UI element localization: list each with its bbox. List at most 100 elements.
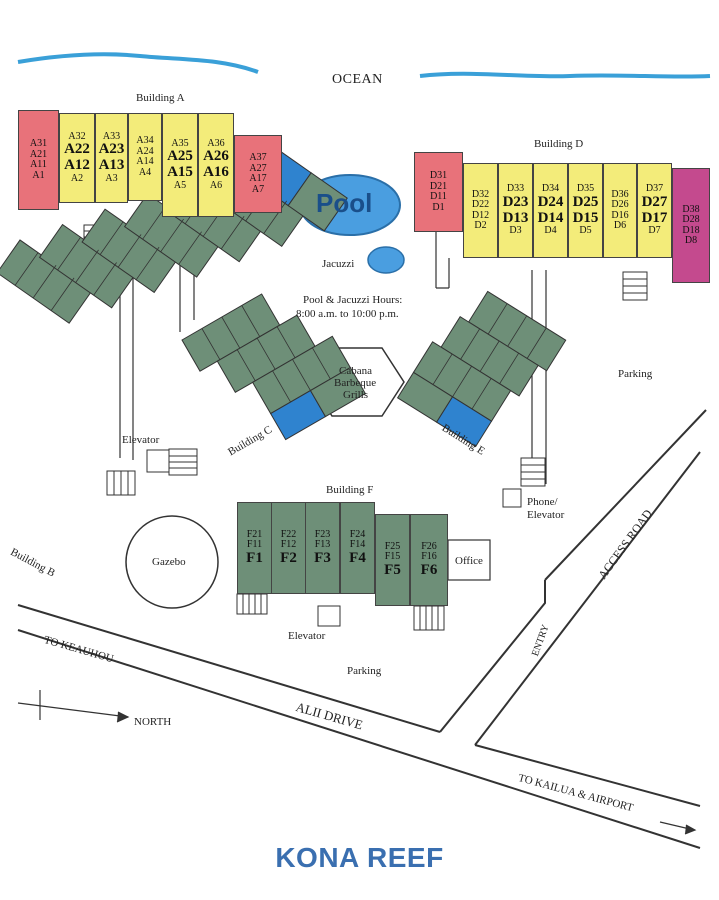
north-arrow — [17, 690, 697, 835]
building_d-unit-label: D4 — [544, 225, 557, 237]
building_a-unit-label: A23 — [98, 141, 125, 158]
building_d-unit-label: D15 — [572, 209, 599, 226]
building_a-unit-label: A21 — [29, 148, 48, 160]
building_a-unit-label: A33 — [102, 130, 121, 142]
building_f-unit-label: F24 — [349, 528, 366, 540]
building_d-unit-label: D17 — [641, 209, 668, 226]
building_d-unit-label: D6 — [613, 220, 627, 231]
building_d-unit-label: D3 — [509, 225, 522, 237]
phone-line1: Phone/ — [527, 496, 558, 508]
ocean-wave-left — [17, 52, 259, 74]
building-c — [181, 293, 366, 441]
building_a-unit-label: A15 — [167, 164, 193, 180]
building_a-unit-label: A17 — [249, 173, 267, 184]
building-a-label: Building A — [136, 92, 185, 104]
building_d-unit-label: D21 — [429, 180, 448, 192]
building_f-unit-label: F21 — [246, 528, 263, 540]
building_a-unit-label: A36 — [207, 137, 225, 149]
building_d-unit-label: D31 — [429, 170, 448, 181]
building_f-unit-label: F13 — [314, 539, 331, 551]
hours-line2: 8:00 a.m. to 10:00 p.m. — [296, 308, 399, 320]
cabana-line2: Barbeque — [334, 377, 377, 389]
building_a-unit-label: A26 — [203, 148, 229, 165]
building_f-unit-label: F12 — [280, 539, 297, 551]
roads — [17, 409, 707, 849]
building_a-unit-label: A13 — [98, 157, 125, 173]
ocean-wave-right — [419, 71, 711, 79]
elevator-left-box — [146, 449, 170, 473]
page-title: KONA REEF — [275, 842, 444, 873]
building_d-unit-label: D18 — [682, 224, 700, 236]
building_a-unit-label: A16 — [203, 164, 229, 180]
hours-line1: Pool & Jacuzzi Hours: — [303, 294, 403, 306]
building_d-unit-label: D36 — [611, 188, 629, 200]
cabana-line1: Cabana — [339, 365, 372, 377]
building_d-unit-label: D38 — [682, 203, 700, 215]
parking-bottom-label: Parking — [347, 665, 382, 677]
building_a-unit-label: A5 — [173, 179, 187, 191]
building_d-unit-label: D35 — [576, 183, 595, 195]
jacuzzi-label: Jacuzzi — [322, 258, 355, 270]
north-label: NORTH — [134, 716, 172, 728]
building_a-unit-label: A12 — [64, 157, 90, 173]
building_a-unit-label: A27 — [249, 162, 267, 174]
building_f-unit-label: F15 — [384, 551, 401, 563]
building_f-unit-label: F6 — [420, 561, 438, 578]
building-e — [396, 290, 567, 448]
building_a-unit-label: A6 — [209, 179, 223, 191]
building_f-unit-label: F23 — [314, 528, 331, 540]
building_a-unit-label: A3 — [105, 172, 118, 184]
building_d-unit-label: D26 — [611, 199, 629, 210]
building_d-unit-label: D34 — [541, 183, 560, 195]
ocean-label: OCEAN — [332, 72, 383, 87]
building_d-unit-label: D32 — [471, 188, 490, 200]
building_d-unit-label: D37 — [645, 183, 664, 195]
building_d-unit-label: D14 — [537, 209, 564, 226]
building_a-unit-label: A22 — [64, 141, 90, 158]
building-d-label: Building D — [534, 138, 584, 150]
building_a-unit-label: A37 — [249, 152, 267, 163]
building_d-unit-label: D8 — [684, 235, 698, 246]
building_a-unit-label: A24 — [136, 145, 154, 157]
building_a-unit-label: A31 — [29, 138, 48, 149]
parking-right-label: Parking — [618, 368, 653, 380]
building_a-unit-label: A14 — [136, 156, 154, 167]
building_d-unit-label: D12 — [471, 209, 490, 221]
building_f-unit-label: F22 — [280, 528, 297, 540]
building_f-unit-label: F25 — [384, 540, 401, 552]
building-f-label: Building F — [326, 484, 374, 496]
building_d-unit-label: D23 — [502, 193, 529, 210]
phone-elevator-box — [502, 488, 522, 508]
building_a-unit-label: A32 — [68, 130, 86, 142]
building_d-unit-label: D27 — [641, 193, 668, 210]
building_d-unit-label: D11 — [430, 191, 447, 202]
jacuzzi-shape — [367, 246, 405, 274]
building_a-unit-label: A2 — [70, 172, 84, 184]
building_f-unit-label: F11 — [246, 539, 263, 551]
building_f-unit-label: F1 — [246, 549, 263, 566]
building_f-unit-label: F2 — [280, 549, 297, 566]
building_d-unit-label: D13 — [502, 209, 529, 226]
building_d-unit-label: D24 — [537, 193, 564, 210]
building_f-unit-label: F16 — [421, 551, 437, 563]
cabana-line3: Grills — [343, 389, 369, 401]
building_d-unit-label: D7 — [648, 225, 661, 237]
building_d-unit-label: D5 — [579, 225, 592, 237]
gazebo-label: Gazebo — [152, 556, 186, 568]
elevator-bottom-label: Elevator — [288, 630, 326, 642]
f-stairs-right — [413, 605, 445, 631]
building_a-unit-label: A4 — [138, 166, 152, 178]
